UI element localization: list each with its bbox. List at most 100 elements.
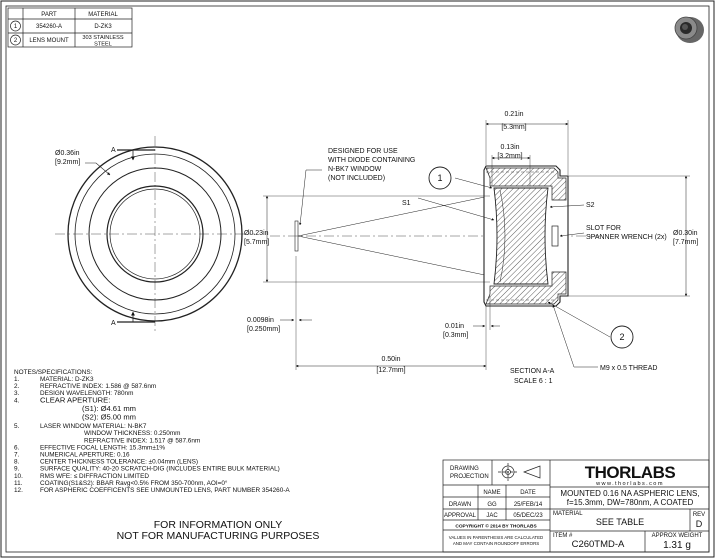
note-number: 12. xyxy=(14,487,23,494)
note-number: 8. xyxy=(14,459,20,466)
dia-left-in: Ø0.23in xyxy=(244,230,269,237)
bom-row-2-material-line2: STEEL xyxy=(94,42,112,48)
offset-dim-in: 0.01in xyxy=(445,323,464,330)
disclaimer-line1: FOR INFORMATION ONLY xyxy=(154,519,283,531)
note-text: DESIGN WAVELENGTH: 780nm xyxy=(40,390,133,397)
note-text: MATERIAL: D-ZK3 xyxy=(40,376,94,383)
isometric-part-image xyxy=(674,16,704,43)
front-view xyxy=(55,136,255,332)
bom-table xyxy=(7,7,133,48)
note-number: 7. xyxy=(14,452,20,459)
note-number: 10. xyxy=(14,473,23,480)
offset-dim-mm: [0.3mm] xyxy=(443,332,468,339)
note-number: 4. xyxy=(14,397,20,404)
width-dim-mm: [5.3mm] xyxy=(501,124,526,131)
note-text: NUMERICAL APERTURE: 0.16 xyxy=(40,452,130,459)
balloon-2-label: 2 xyxy=(619,332,624,342)
bom-row-2-part: LENS MOUNT xyxy=(29,38,69,44)
projection-symbol xyxy=(498,463,541,481)
approval-label: APPROVAL xyxy=(444,513,477,519)
approval-date: 05/DEC/23 xyxy=(513,513,543,519)
inner-dim-mm: [3.2mm] xyxy=(497,153,522,160)
bom-header-part: PART xyxy=(41,12,57,18)
projection-label-line1: DRAWING xyxy=(450,466,479,472)
section-view xyxy=(263,120,690,370)
projection-label-line2: PROJECTION xyxy=(450,474,489,480)
rev-value: D xyxy=(696,519,703,529)
weight-label: APPROX WEIGHT xyxy=(652,533,703,539)
material-label: MATERIAL xyxy=(553,511,583,517)
col-date-label: DATE xyxy=(520,490,536,496)
diode-callout-line1: DESIGNED FOR USE xyxy=(328,148,398,155)
note-number: 3. xyxy=(14,390,20,397)
bom-header-material: MATERIAL xyxy=(88,12,118,18)
inner-dim-in: 0.13in xyxy=(500,144,519,151)
width-dim-in: 0.21in xyxy=(504,111,523,118)
dia-left-mm: [5.7mm] xyxy=(244,239,269,246)
notes-heading: NOTES/SPECIFICATIONS: xyxy=(14,369,93,376)
note-text: SURFACE QUALITY: 40-20 SCRATCH-DIG (INCL… xyxy=(40,466,280,473)
note-number: 1. xyxy=(14,376,20,383)
surface-s1-label: S1 xyxy=(402,200,411,207)
drawn-label: DRAWN xyxy=(449,502,471,508)
bom-row-2-item: 2 xyxy=(14,38,18,44)
title-block xyxy=(442,459,710,553)
note-number: 2. xyxy=(14,383,20,390)
copyright-label: COPYRIGHT © 2014 BY THORLABS xyxy=(455,523,537,530)
note-text: EFFECTIVE FOCAL LENGTH: 15.3mm±1% xyxy=(40,444,165,451)
section-mark-bottom: A xyxy=(111,320,116,327)
thorlabs-logo: THORLABS xyxy=(585,463,676,482)
col-name-label: NAME xyxy=(483,490,500,496)
note-text: (S2): Ø5.00 mm xyxy=(82,413,136,422)
front-diameter-in: Ø0.36in xyxy=(55,150,80,157)
scale-label: SCALE 6 : 1 xyxy=(514,378,553,385)
note-number: 9. xyxy=(14,466,20,473)
disclaimer-line2: NOT FOR MANUFACTURING PURPOSES xyxy=(117,530,320,542)
slot-callout-line1: SLOT FOR xyxy=(586,225,621,232)
note-text: REFRACTIVE INDEX: 1.517 @ 587.6nm xyxy=(84,437,200,444)
note-text: COATING(S1&S2): BBAR Ravg<0.5% FROM 350-… xyxy=(40,479,228,487)
section-label: SECTION A-A xyxy=(510,368,555,375)
inner-border xyxy=(5,5,710,553)
values-note-line1: VALUES IN PARENTHESIS ARE CALCULATED xyxy=(449,535,543,540)
item-value: C260TMD-A xyxy=(572,539,625,550)
slot-callout-line2: SPANNER WRENCH (2x) xyxy=(586,234,667,241)
note-text: (S1): Ø4.61 mm xyxy=(82,404,136,413)
drawn-date: 25/FEB/14 xyxy=(514,502,543,508)
note-number: 11. xyxy=(14,480,23,487)
dia-right-mm: [7.7mm] xyxy=(673,239,698,246)
item-label: ITEM # xyxy=(553,533,573,539)
front-diameter-mm: [9.2mm] xyxy=(55,159,80,166)
rev-label: REV xyxy=(693,512,705,518)
surface-s2-label: S2 xyxy=(586,202,595,209)
bom-row-1-part: 354260-A xyxy=(36,24,62,30)
bom-row-1-item: 1 xyxy=(14,24,18,30)
note-text: FOR ASPHERIC COEFFICENTS SEE UNMOUNTED L… xyxy=(40,487,290,494)
balloon-1-label: 1 xyxy=(437,173,442,183)
note-text: RMS WFE: ≤ DIFFRACTION LIMITED xyxy=(40,473,149,480)
description-line1: MOUNTED 0.16 NA ASPHERIC LENS, xyxy=(560,489,699,498)
note-text: CENTER THICKNESS TOLERANCE: ±0.04mm (LEN… xyxy=(40,459,198,466)
length-dim-mm: [12.7mm] xyxy=(376,367,405,374)
note-text: CLEAR APERTURE: xyxy=(40,395,110,404)
note-text: REFRACTIVE INDEX: 1.586 @ 587.6nm xyxy=(40,383,156,390)
bom-row-2-material-line1: 303 STAINLESS xyxy=(82,35,124,41)
diode-callout-line2: WITH DIODE CONTAINING xyxy=(328,157,415,164)
thorlabs-website: www.thorlabs.com xyxy=(595,481,664,487)
note-text: WINDOW THICKNESS: 0.250mm xyxy=(84,430,180,437)
notes-block: NOTES/SPECIFICATIONS: 1. MATERIAL: D-ZK3 2… xyxy=(14,369,290,494)
window-dim-mm: [0.250mm] xyxy=(247,326,280,333)
weight-value: 1.31 g xyxy=(663,540,691,551)
note-text: LASER WINDOW MATERIAL: N-BK7 xyxy=(40,423,147,430)
dia-right-in: Ø0.30in xyxy=(673,230,698,237)
approval-name: JAC xyxy=(486,513,498,519)
description-line2: f=15.3mm, DW=780nm, A COATED xyxy=(567,498,694,507)
material-value: SEE TABLE xyxy=(596,517,644,527)
diode-callout-line4: (NOT INCLUDED) xyxy=(328,175,385,182)
drawn-name: GG xyxy=(487,502,497,508)
length-dim-in: 0.50in xyxy=(381,356,400,363)
note-number: 5. xyxy=(14,423,20,430)
